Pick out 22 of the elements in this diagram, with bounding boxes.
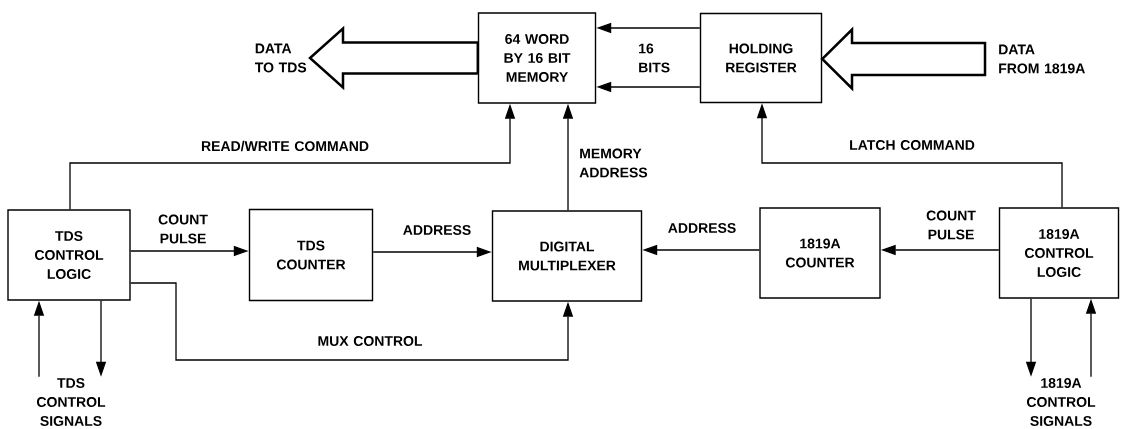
- signal-label: 1819A CONTROL SIGNALS: [1027, 378, 1096, 426]
- data-label: DATA FROM 1819A: [999, 44, 1085, 74]
- edge-label: READ/WRITE COMMAND: [201, 140, 369, 152]
- edge-label: MEMORY ADDRESS: [579, 148, 648, 178]
- edge-label: COUNT PULSE: [158, 214, 208, 244]
- edge-label: 16 BITS: [639, 43, 670, 73]
- edge-label: LATCH COMMAND: [850, 140, 975, 150]
- memory-box: 64 WORD BY 16 BIT MEMORY: [477, 12, 597, 104]
- counter-box: TDS COUNTER: [248, 208, 374, 302]
- edge-label: COUNT PULSE: [926, 210, 976, 240]
- signal-label: TDS CONTROL SIGNALS: [37, 378, 106, 426]
- logic-box: 1819A CONTROL LOGIC: [998, 207, 1120, 299]
- edge-label: ADDRESS: [668, 223, 736, 233]
- edge-label: ADDRESS: [403, 225, 471, 235]
- wide-arrow: [820, 26, 987, 92]
- logic-box: TDS CONTROL LOGIC: [7, 209, 131, 301]
- counter-box: 1819A COUNTER: [759, 207, 881, 299]
- wide-arrow: [308, 25, 480, 91]
- multiplexer-box: DIGITAL MULTIPLEXER: [491, 210, 643, 302]
- data-label: DATA TO TDS: [254, 43, 307, 73]
- edge-label: MUX CONTROL: [318, 336, 423, 346]
- register-box: HOLDING REGISTER: [699, 12, 823, 104]
